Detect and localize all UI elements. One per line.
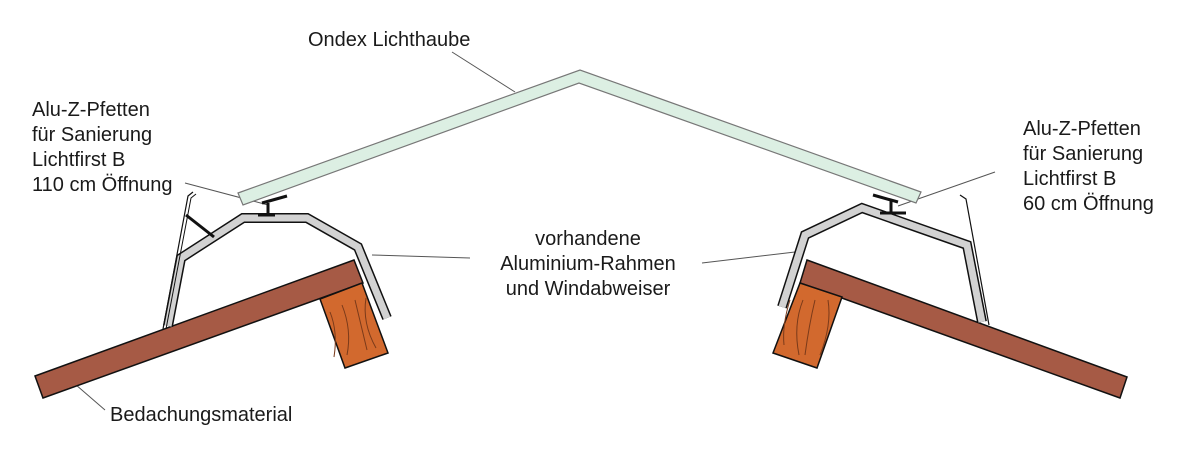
frame-left: [164, 214, 391, 327]
label-left-line: Lichtfirst B: [32, 149, 125, 171]
rafter-left: [34, 259, 364, 399]
label-right-line: Lichtfirst B: [1023, 168, 1116, 190]
leader-middle-left: [371, 254, 471, 259]
label-left-line: für Sanierung: [32, 124, 152, 146]
wind-deflector-right: [959, 194, 990, 326]
z-purlin-right: [872, 193, 906, 215]
label-left-line: Alu-Z-Pfetten: [32, 99, 150, 121]
label-left-line: 110 cm Öffnung: [32, 174, 172, 196]
label-bedachung: Bedachungsmaterial: [110, 404, 292, 426]
label-ondex: Ondex Lichthaube: [308, 29, 470, 51]
brace-left: [185, 213, 215, 239]
right-assembly: [772, 193, 1128, 399]
label-middle: vorhandene Aluminium-Rahmen und Windabwe…: [500, 228, 676, 300]
frame-right: [778, 204, 986, 323]
left-assembly: [34, 191, 392, 399]
label-right-line: 60 cm Öffnung: [1023, 193, 1154, 215]
label-middle-line: und Windabweiser: [506, 278, 671, 300]
label-middle-line: vorhandene: [535, 228, 641, 250]
wood-grain-right: [783, 299, 830, 356]
leader-top: [451, 51, 516, 93]
label-right-line: für Sanierung: [1023, 143, 1143, 165]
label-right: Alu-Z-Pfetten für Sanierung Lichtfirst B…: [1023, 118, 1154, 215]
ondex-dome: [237, 69, 922, 206]
label-left: Alu-Z-Pfetten für Sanierung Lichtfirst B…: [32, 99, 172, 196]
z-purlin-left: [258, 194, 288, 217]
label-right-line: Alu-Z-Pfetten: [1023, 118, 1141, 140]
wood-grain-left: [329, 297, 377, 358]
wood-block-right: [772, 282, 843, 369]
label-middle-line: Aluminium-Rahmen: [500, 253, 676, 275]
rafter-right: [799, 259, 1128, 399]
wood-block-left: [319, 282, 389, 369]
wind-deflector-left: [162, 191, 194, 330]
leader-middle-right: [701, 251, 796, 264]
wind-deflector-left-inner: [165, 193, 197, 330]
